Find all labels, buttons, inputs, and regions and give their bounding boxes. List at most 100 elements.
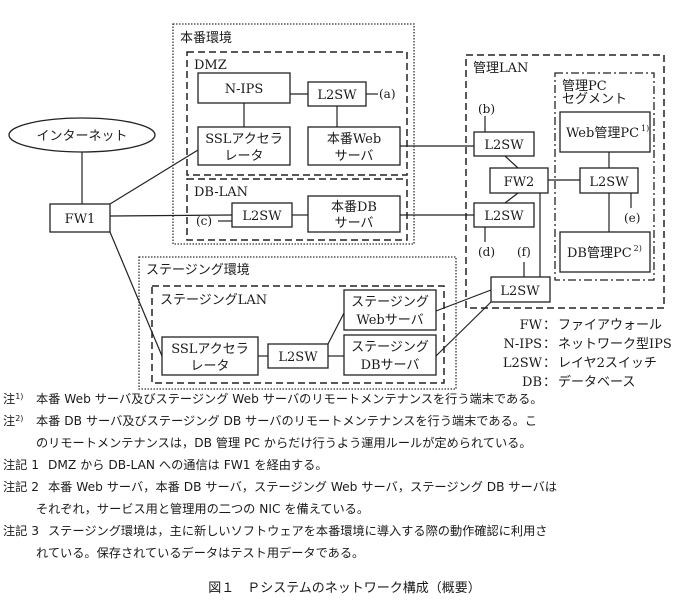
fw2-label: FW2 (504, 175, 535, 190)
staging-db-label-2: DBサーバ (361, 358, 420, 373)
note-2-text-1: 本番 DB サーバ及びステージング DB サーバのリモートメンテナンスを行う端末… (36, 414, 538, 428)
prod-db-label-1: 本番DB (331, 200, 377, 215)
legend-sep-1: ： (543, 337, 556, 352)
legend-abbr-2: L2SW (503, 356, 543, 371)
note-2-tag-text: 注 (3, 414, 16, 428)
legend-abbr-3: DB (522, 375, 542, 390)
link-staging-web-l2sw (435, 289, 492, 312)
db-lan-l2sw-node: L2SW (231, 202, 293, 228)
link-fw1-staging-ssl (109, 231, 163, 357)
remark-2-text-2: それぞれ，サービス用と管理用の二つの NIC を備えている。 (36, 502, 370, 516)
remark-3-text-2: れている。保存されているデータはテスト用データである。 (36, 546, 365, 560)
point-f-label: (f) (517, 245, 531, 259)
ssl-label-2: レータ (224, 149, 263, 164)
production-env-zone (172, 23, 415, 245)
prod-db-server-node: 本番DB サーバ (307, 195, 401, 233)
dmz-l2sw-label: L2SW (317, 88, 357, 103)
staging-db-server-node: ステージング DBサーバ (343, 334, 437, 376)
legend-abbr-1: N-IPS (503, 337, 542, 352)
staging-web-server-node: ステージング Webサーバ (343, 289, 437, 331)
legend-sep-2: ： (543, 356, 556, 371)
staging-ssl-node: SSLアクセラ レータ (161, 336, 259, 376)
staging-env-zone (138, 256, 457, 390)
mgmt-pc-segment-zone (554, 72, 655, 281)
mgmt-l2sw-mid-node: L2SW (473, 202, 535, 228)
note-2-text-2: のリモートメンテナンスは，DB 管理 PC からだけ行うよう運用ルールが定められ… (36, 436, 532, 450)
db-lan-l2sw-label: L2SW (242, 209, 282, 224)
note-1: 注1) 本番 Web サーバ及びステージング Web サーバのリモートメンテナン… (0, 388, 689, 410)
link-l2sw-fw2-top (504, 155, 519, 169)
link-fw2-l2sw-mid (504, 192, 519, 204)
link-staging-db-l2sw (435, 301, 492, 357)
prod-web-label-1: 本番Web (327, 132, 381, 147)
staging-db-label-1: ステージング (351, 340, 429, 355)
production-env-title: 本番環境 (180, 31, 232, 46)
legend-desc-1: ネットワーク型IPS (558, 337, 672, 352)
remark-3-text-1: ステージング環境は，主に新しいソフトウェアを本番環境に導入する際の動作確認に利用… (48, 524, 548, 538)
remark-1-tag: 注記 1 (3, 458, 40, 472)
link-fw1-ssl (109, 149, 199, 205)
legend-desc-3: データベース (558, 374, 635, 390)
web-mgmt-pc-text: Web管理PC (566, 126, 639, 141)
note-2: 注2) 本番 DB サーバ及びステージング DB サーバのリモートメンテナンスを… (0, 410, 689, 432)
legend-sep-3: ： (543, 375, 556, 390)
staging-web-label-1: ステージング (351, 295, 429, 310)
db-mgmt-pc-text: DB管理PC (567, 246, 632, 261)
legend-desc-0: ファイアウォール (558, 318, 662, 333)
mgmt-lan-title: 管理LAN (473, 61, 528, 76)
point-b-label: (b) (478, 102, 495, 116)
legend: FW ： ファイアウォール N-IPS ： ネットワーク型IPS L2SW ： … (503, 318, 672, 390)
dmz-l2sw-node: L2SW (307, 81, 367, 107)
internet-node: インターネット (8, 117, 156, 153)
mgmt-l2sw-bottom-node: L2SW (490, 276, 551, 303)
fw1-label: FW1 (65, 212, 96, 227)
internet-cloud-icon (8, 117, 156, 153)
ssl-label-1: SSLアクセラ (205, 132, 283, 147)
ssl-accelerator-node: SSLアクセラ レータ (197, 126, 291, 166)
staging-lan-zone (151, 285, 445, 384)
nips-label: N-IPS (225, 82, 264, 97)
mgmt-l2sw-top-label: L2SW (484, 138, 524, 153)
mgmt-pc-segment-title-1: 管理PC (562, 79, 607, 94)
remark-2-tag: 注記 2 (3, 480, 40, 494)
remark-1: 注記 1 DMZ から DB-LAN への通信は FW1 を経由する。 (0, 454, 689, 476)
note-1-tag-text: 注 (3, 392, 16, 406)
fw1-node: FW1 (49, 203, 111, 233)
notes-section: 注1) 本番 Web サーバ及びステージング Web サーバのリモートメンテナン… (0, 388, 689, 564)
legend-desc-2: レイヤ2スイッチ (558, 356, 657, 371)
point-c-label: (c) (196, 214, 212, 228)
web-mgmt-pc-note: 1) (641, 124, 649, 133)
legend-sep-0: ： (543, 318, 556, 333)
legend-abbr-0: FW (520, 318, 543, 333)
nips-node: N-IPS (197, 72, 291, 104)
note-1-tag: 注1) (3, 388, 23, 410)
internet-label: インターネット (36, 129, 127, 144)
staging-lan-title: ステージングLAN (160, 293, 267, 308)
db-lan-zone (186, 178, 408, 241)
note-1-sup: 1) (15, 392, 24, 401)
staging-web-label-2: Webサーバ (356, 313, 423, 328)
point-d-label: (d) (478, 245, 495, 259)
remark-1-text: DMZ から DB-LAN への通信は FW1 を経由する。 (48, 458, 328, 472)
remark-2: 注記 2 本番 Web サーバ，本番 DB サーバ，ステージング Web サーバ… (0, 476, 689, 498)
remark-3-tag: 注記 3 (3, 524, 40, 538)
prod-web-server-node: 本番Web サーバ (307, 126, 401, 166)
prod-web-label-2: サーバ (335, 149, 374, 164)
point-a-label: (a) (379, 87, 396, 101)
mgmt-lan-zone (465, 54, 665, 309)
db-lan-title: DB-LAN (194, 185, 248, 200)
figure-caption: 図１ Ｐシステムのネットワーク構成（概要） (208, 581, 481, 596)
note-2-sup: 2) (15, 414, 24, 423)
staging-ssl-label-1: SSLアクセラ (171, 342, 249, 357)
staging-l2sw-label: L2SW (278, 350, 318, 365)
note-2-tag: 注2) (3, 410, 23, 432)
connections (81, 93, 632, 357)
prod-db-label-2: サーバ (335, 216, 374, 231)
note-1-text: 本番 Web サーバ及びステージング Web サーバのリモートメンテナンスを行う… (36, 392, 543, 406)
link-staging-l2sw-web (327, 312, 345, 345)
pc-segment-l2sw-label: L2SW (589, 175, 629, 190)
